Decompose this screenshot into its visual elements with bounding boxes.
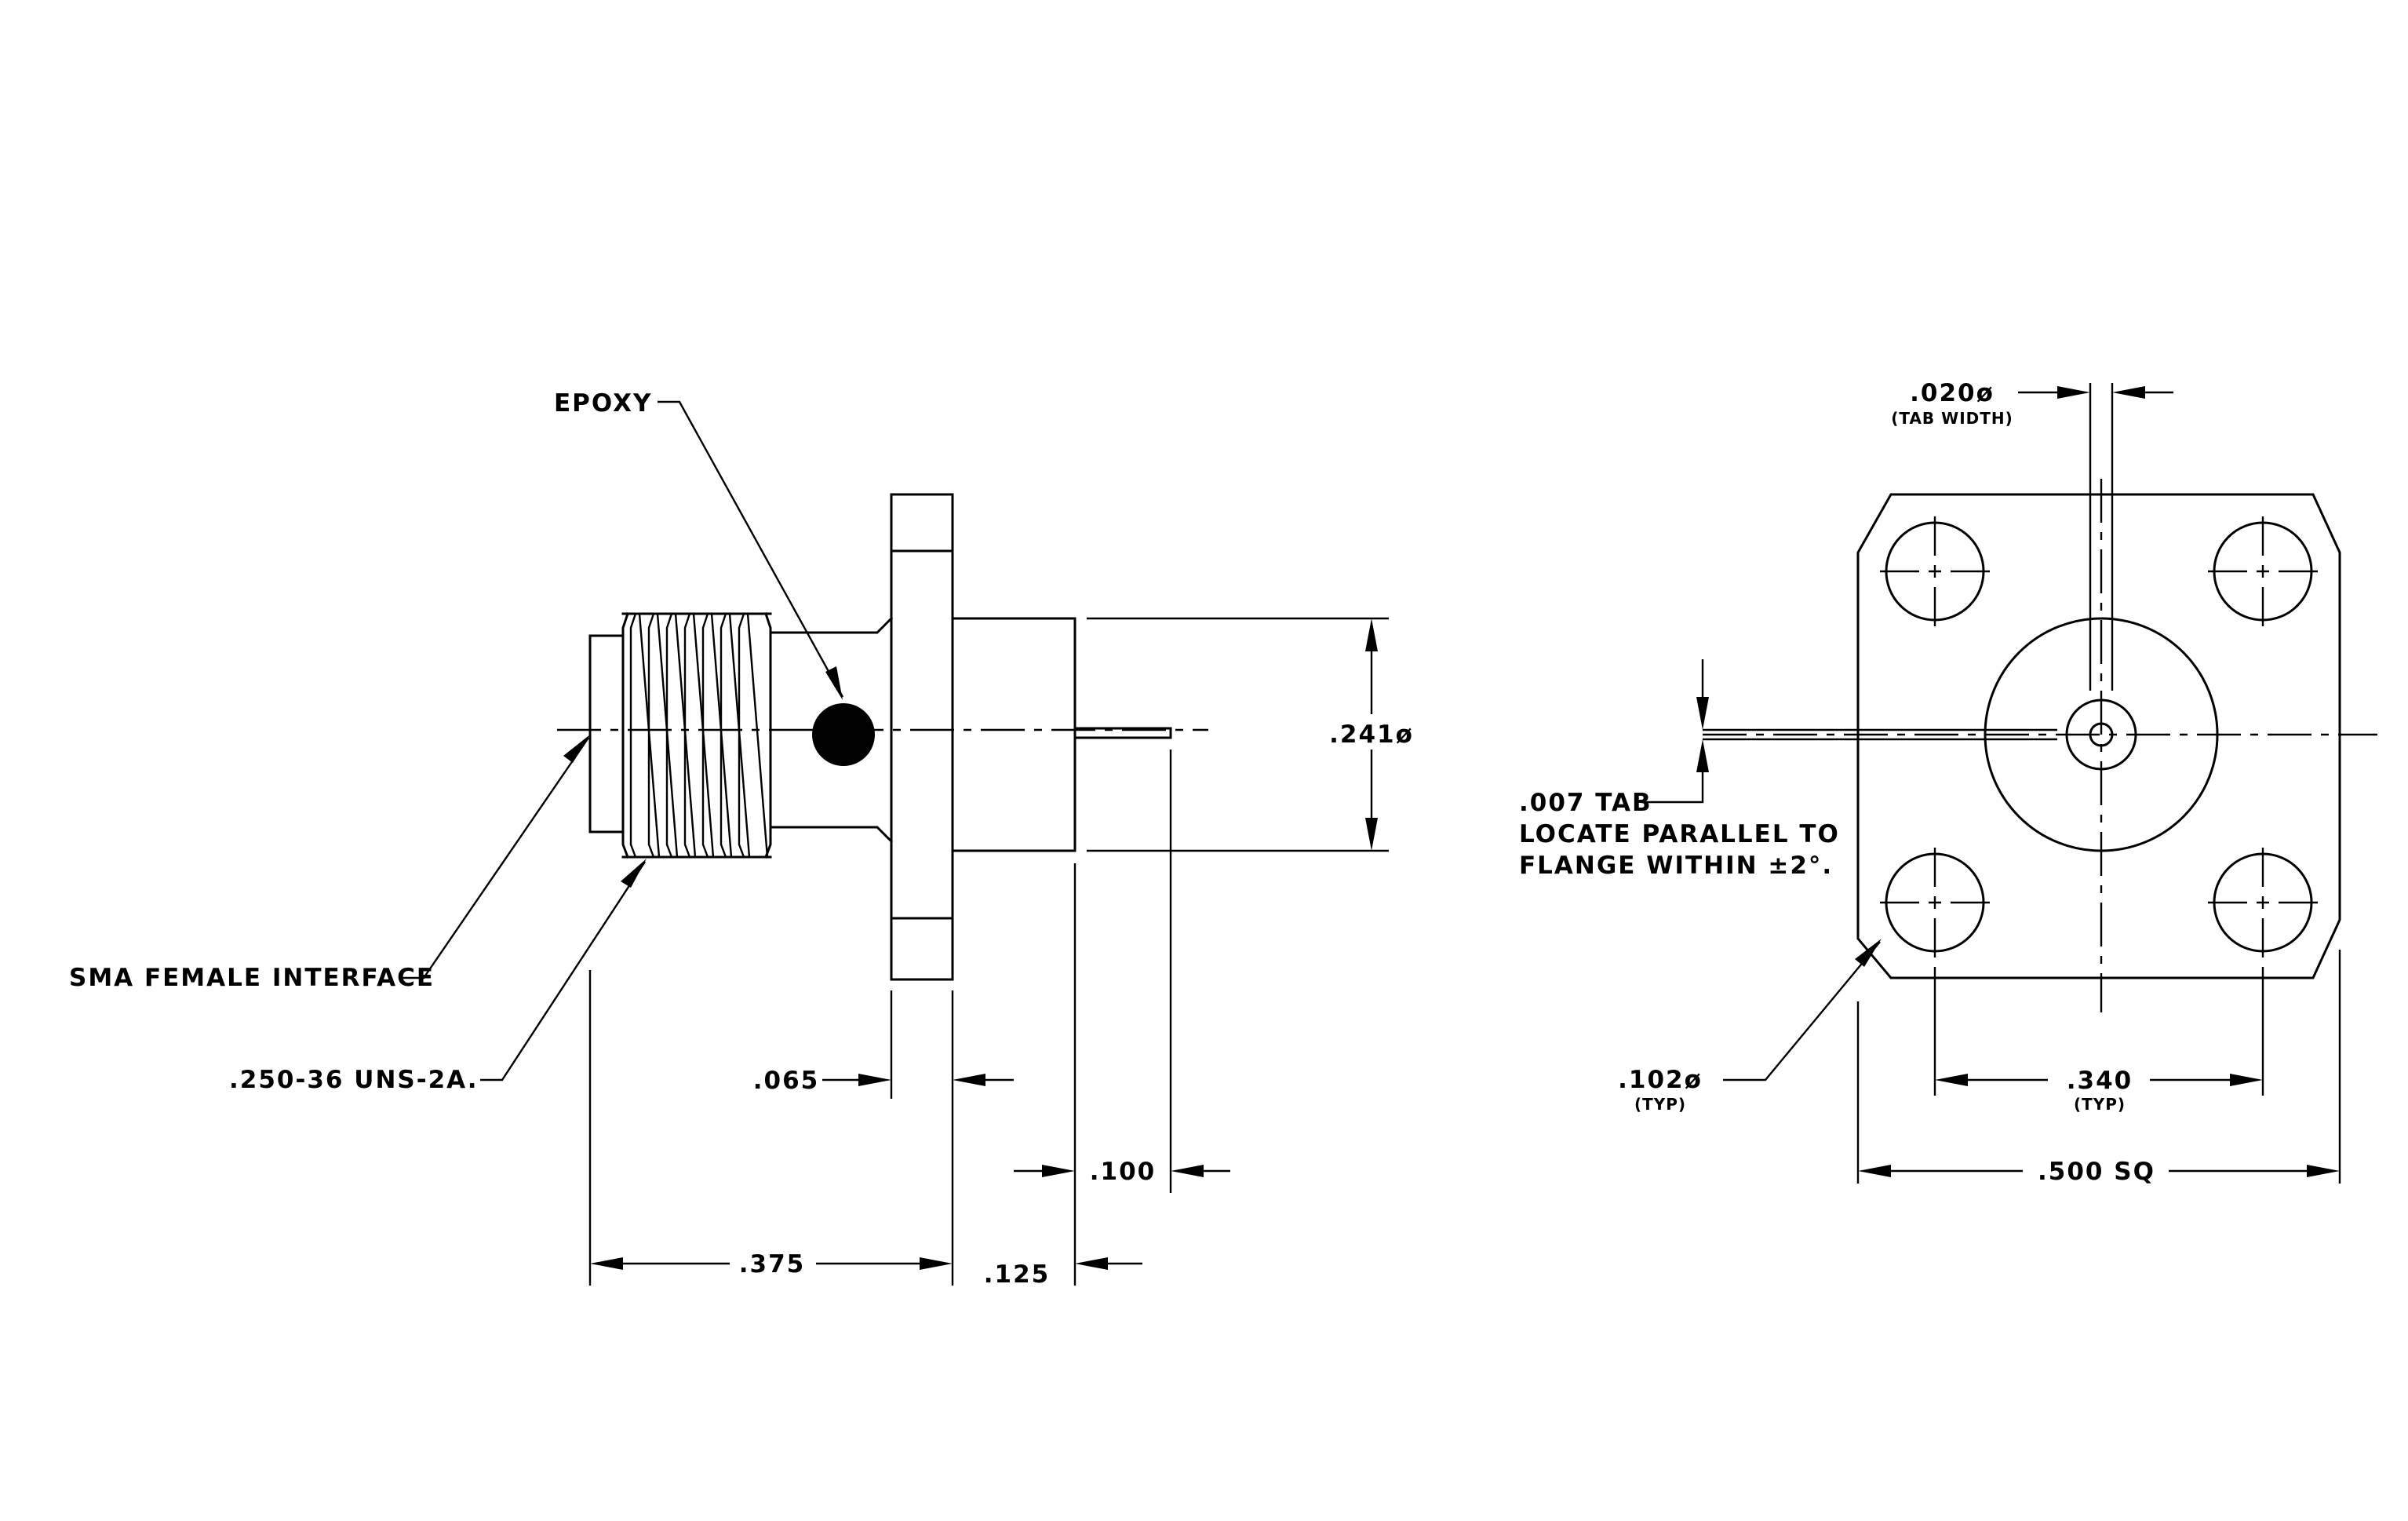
thread-label: .250-36 UNS-2A. bbox=[229, 1066, 479, 1094]
interface-nose bbox=[588, 634, 625, 833]
hole-dia-label: .102ø bbox=[1618, 1066, 1703, 1094]
rear-body bbox=[951, 617, 1076, 852]
end-view: .020ø (TAB WIDTH) .007 TAB LOCATE PARALL… bbox=[1519, 379, 2377, 1186]
flange bbox=[890, 493, 954, 981]
callout-interface: SMA FEMALE INTERFACE bbox=[69, 735, 590, 992]
tab-vertical bbox=[2089, 383, 2114, 691]
mounting-holes bbox=[1880, 516, 2318, 957]
pin-outer-circle bbox=[2065, 698, 2137, 771]
tab-width-label: .020ø bbox=[1910, 379, 1995, 407]
tab-thickness-line1: .007 TAB bbox=[1519, 789, 1652, 817]
callout-hole-dia: .102ø (TYP) bbox=[1618, 939, 1882, 1114]
hole-spacing-note: (TYP) bbox=[2074, 1095, 2126, 1114]
hole-dia-note: (TYP) bbox=[1634, 1095, 1686, 1114]
interface-label: SMA FEMALE INTERFACE bbox=[69, 964, 435, 992]
hole-spacing-label: .340 bbox=[2067, 1067, 2133, 1095]
dim-100: .100 bbox=[1014, 1158, 1230, 1186]
dim-375-label: .375 bbox=[739, 1250, 806, 1278]
dim-125: .125 bbox=[984, 1257, 1142, 1289]
dim-tab-thickness: .007 TAB LOCATE PARALLEL TO FLANGE WITHI… bbox=[1519, 659, 1840, 880]
flange-outline bbox=[1856, 493, 2341, 979]
body-circle bbox=[1984, 617, 2219, 852]
side-view: .241ø EPOXY SMA FEMALE INTERFACE .250-36… bbox=[69, 389, 1414, 1289]
epoxy-dot bbox=[812, 703, 875, 766]
tab-width-note: (TAB WIDTH) bbox=[1891, 409, 2013, 428]
callout-thread: .250-36 UNS-2A. bbox=[229, 859, 647, 1094]
epoxy-label: EPOXY bbox=[554, 389, 653, 418]
dim-375: .375 bbox=[590, 1250, 953, 1278]
dim-241-label: .241ø bbox=[1329, 720, 1414, 749]
dim-065-label: .065 bbox=[753, 1067, 820, 1095]
dim-flange-size: .500 SQ bbox=[1858, 1158, 2340, 1186]
dim-125-label: .125 bbox=[984, 1260, 1051, 1289]
dim-tab-width: .020ø (TAB WIDTH) bbox=[1891, 379, 2173, 428]
flange-size-label: .500 SQ bbox=[2038, 1158, 2155, 1186]
dim-065: .065 bbox=[753, 1067, 1014, 1095]
dim-241: .241ø bbox=[1087, 617, 1414, 852]
tab-thickness-line2: LOCATE PARALLEL TO bbox=[1519, 820, 1840, 848]
dim-hole-spacing: .340 (TYP) bbox=[1935, 1067, 2263, 1114]
tab-thickness-line3: FLANGE WITHIN ±2°. bbox=[1519, 852, 1833, 880]
center-pin bbox=[1073, 727, 1172, 739]
thread-section bbox=[621, 612, 772, 859]
pin-inner-circle bbox=[2089, 722, 2114, 747]
dim-100-label: .100 bbox=[1090, 1158, 1157, 1186]
callout-epoxy: EPOXY bbox=[554, 389, 844, 700]
tab-horizontal bbox=[1703, 728, 2057, 741]
